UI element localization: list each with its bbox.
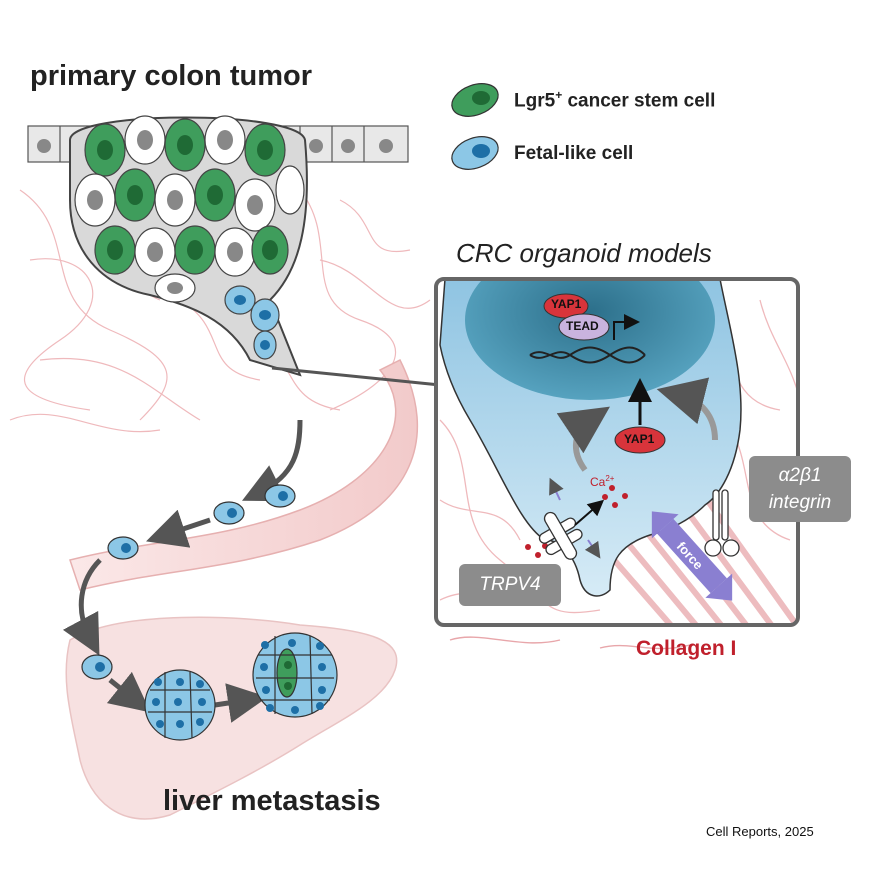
legend-stem-cell-label: Lgr5 bbox=[514, 90, 556, 112]
migration-path bbox=[62, 419, 303, 723]
primary-tumor-title: primary colon tumor bbox=[30, 60, 312, 92]
legend-fetal-cell: Fetal-like cell bbox=[514, 143, 634, 164]
legend-stem-cell-rest: cancer stem cell bbox=[562, 90, 716, 112]
integrin-icon bbox=[704, 489, 740, 557]
blue-cell-icon bbox=[451, 136, 499, 170]
calcium-label: Ca2+ bbox=[590, 474, 614, 489]
citation: Cell Reports, 2025 bbox=[706, 824, 814, 839]
force-arrow-icon bbox=[651, 511, 733, 601]
liver-metastasis-title: liver metastasis bbox=[163, 785, 381, 817]
integrin-label-box: α2β1 integrin bbox=[749, 456, 851, 522]
yap1-cytoplasm-label: YAP1 bbox=[624, 432, 655, 446]
tead-label: TEAD bbox=[566, 319, 599, 333]
large-metastasis bbox=[252, 632, 338, 718]
collagen-label: Collagen I bbox=[636, 637, 737, 660]
legend-stem-cell: Lgr5+ cancer stem cell bbox=[514, 88, 715, 112]
trpv4-channel-icon bbox=[538, 511, 583, 560]
transcription-arrow bbox=[613, 314, 640, 340]
calcium-text: Ca bbox=[590, 475, 606, 489]
blood-vessel bbox=[69, 358, 419, 591]
green-cell-icon bbox=[451, 83, 499, 117]
organoid-title: CRC organoid models bbox=[456, 238, 712, 268]
integrin-label-line1: α2β1 bbox=[778, 465, 822, 486]
dna-icon bbox=[529, 346, 646, 364]
yap1-nuclear-label: YAP1 bbox=[551, 297, 582, 311]
zoom-connector bbox=[271, 366, 441, 387]
integrin-label-line2: integrin bbox=[768, 492, 832, 513]
calcium-sup: 2+ bbox=[605, 474, 615, 483]
small-metastasis bbox=[144, 669, 216, 741]
legend-stem-cell-sup: + bbox=[555, 88, 563, 102]
primary-tumor bbox=[69, 115, 308, 377]
trpv4-label-box: TRPV4 bbox=[459, 564, 561, 606]
